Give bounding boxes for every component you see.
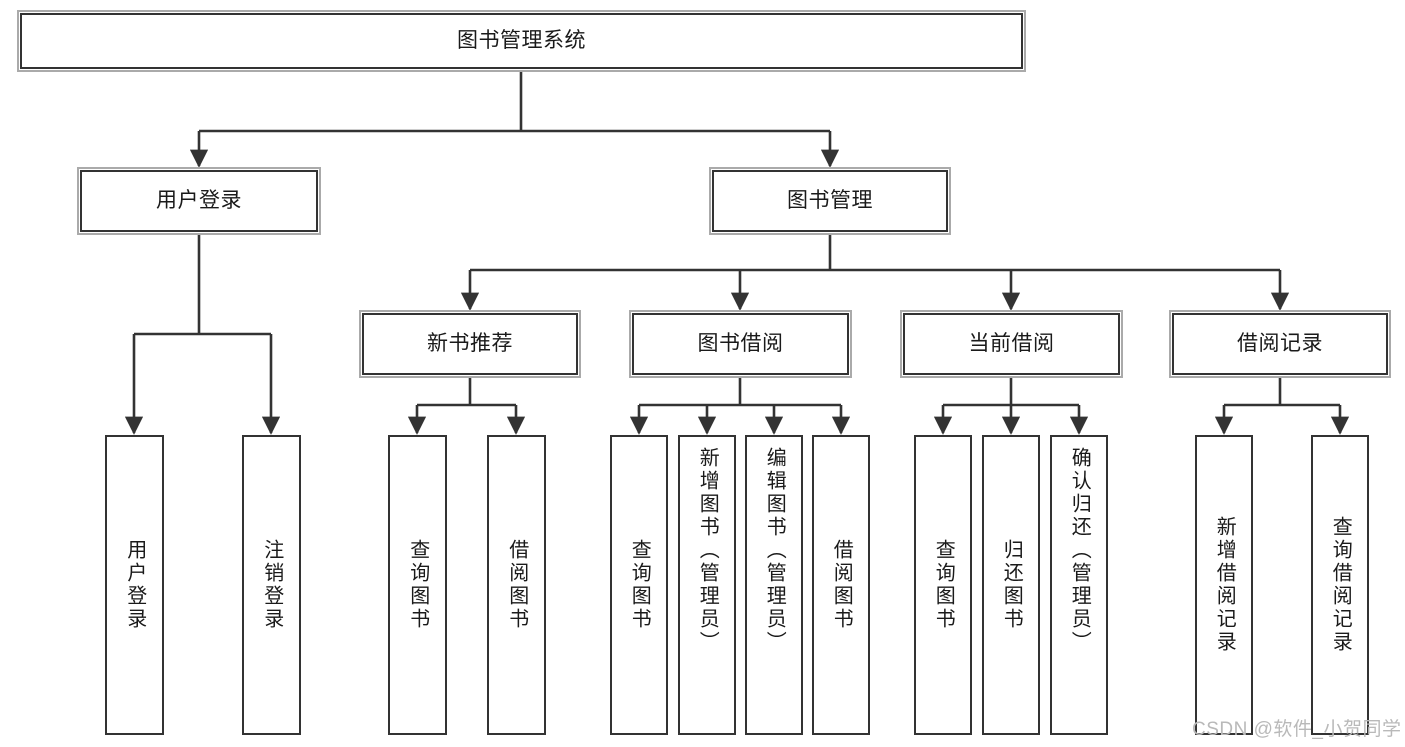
node-book-borrow-label: 图书借阅 xyxy=(697,332,784,356)
node-leaf-query-book-3[interactable]: 查询图书 xyxy=(914,435,972,735)
node-leaf-confirm-return-label: 确认归还（管理员） xyxy=(1068,447,1091,654)
node-leaf-borrow-book-1[interactable]: 借阅图书 xyxy=(487,435,546,735)
node-leaf-edit-book[interactable]: 编辑图书（管理员） xyxy=(745,435,803,735)
node-user-login-label: 用户登录 xyxy=(156,189,242,213)
node-new-book-recommend[interactable]: 新书推荐 xyxy=(362,313,578,375)
node-new-book-recommend-label: 新书推荐 xyxy=(427,332,513,356)
node-leaf-user-login[interactable]: 用户登录 xyxy=(105,435,164,735)
node-root[interactable]: 图书管理系统 xyxy=(20,13,1023,69)
node-leaf-add-book-label: 新增图书（管理员） xyxy=(696,447,719,654)
csdn-watermark: CSDN @软件_小贺同学 xyxy=(1192,719,1402,740)
node-leaf-add-book[interactable]: 新增图书（管理员） xyxy=(678,435,736,735)
node-leaf-query-book-2[interactable]: 查询图书 xyxy=(610,435,668,735)
node-leaf-query-record-label: 查询借阅记录 xyxy=(1329,516,1352,654)
node-book-borrow[interactable]: 图书借阅 xyxy=(632,313,849,375)
node-borrow-record-label: 借阅记录 xyxy=(1237,332,1323,356)
node-leaf-add-record[interactable]: 新增借阅记录 xyxy=(1195,435,1253,735)
node-leaf-logout[interactable]: 注销登录 xyxy=(242,435,301,735)
node-leaf-confirm-return[interactable]: 确认归还（管理员） xyxy=(1050,435,1108,735)
node-borrow-record[interactable]: 借阅记录 xyxy=(1172,313,1388,375)
node-leaf-return-book[interactable]: 归还图书 xyxy=(982,435,1040,735)
node-user-login[interactable]: 用户登录 xyxy=(80,170,318,232)
node-book-manage-label: 图书管理 xyxy=(787,189,873,213)
node-leaf-return-book-label: 归还图书 xyxy=(1000,539,1023,631)
node-leaf-query-record[interactable]: 查询借阅记录 xyxy=(1311,435,1369,735)
node-leaf-borrow-book-2[interactable]: 借阅图书 xyxy=(812,435,870,735)
node-current-borrow[interactable]: 当前借阅 xyxy=(903,313,1120,375)
node-leaf-user-login-label: 用户登录 xyxy=(123,539,146,631)
node-leaf-query-book-3-label: 查询图书 xyxy=(932,539,955,631)
node-book-manage[interactable]: 图书管理 xyxy=(712,170,948,232)
node-leaf-query-book-1-label: 查询图书 xyxy=(406,539,429,631)
node-leaf-query-book-1[interactable]: 查询图书 xyxy=(388,435,447,735)
node-leaf-borrow-book-2-label: 借阅图书 xyxy=(830,539,853,631)
node-leaf-query-book-2-label: 查询图书 xyxy=(628,539,651,631)
node-leaf-add-record-label: 新增借阅记录 xyxy=(1213,516,1236,654)
node-root-label: 图书管理系统 xyxy=(457,29,586,53)
node-leaf-borrow-book-1-label: 借阅图书 xyxy=(505,539,528,631)
node-current-borrow-label: 当前借阅 xyxy=(968,332,1055,356)
node-leaf-logout-label: 注销登录 xyxy=(260,539,283,631)
node-leaf-edit-book-label: 编辑图书（管理员） xyxy=(763,447,786,654)
